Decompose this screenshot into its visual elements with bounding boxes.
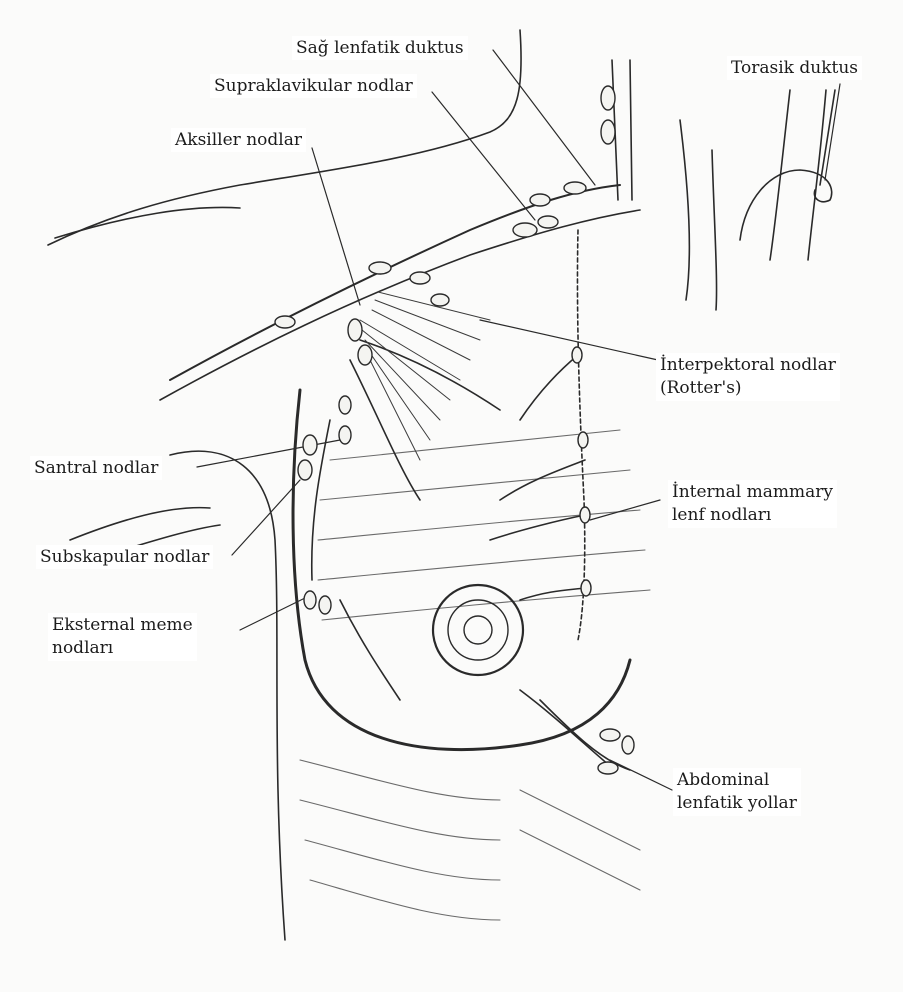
arm-contour <box>170 451 285 940</box>
label-internal-mammary-line2: lenf nodları <box>672 504 833 527</box>
label-eksternal-meme-line2: nodları <box>52 637 193 660</box>
label-santral-nodlar: Santral nodlar <box>30 456 162 480</box>
label-sag-lenfatik-duktus: Sağ lenfatik duktus <box>292 36 468 60</box>
label-eksternal-meme: Eksternal meme nodları <box>48 613 197 661</box>
label-abdominal-line2: lenfatik yollar <box>677 792 797 815</box>
label-torasik-duktus: Torasik duktus <box>727 56 862 80</box>
label-subskapular-nodlar: Subskapular nodlar <box>36 545 213 569</box>
clavicle <box>170 185 620 380</box>
label-interpektoral-nodlar: İnterpektoral nodlar (Rotter's) <box>656 353 840 401</box>
label-internal-mammary-line1: İnternal mammary <box>672 481 833 504</box>
thoracic-duct <box>740 170 832 240</box>
label-interpektoral-line1: İnterpektoral nodlar <box>660 354 836 377</box>
areola <box>433 585 523 675</box>
label-interpektoral-line2: (Rotter's) <box>660 377 836 400</box>
label-internal-mammary: İnternal mammary lenf nodları <box>668 480 837 528</box>
label-eksternal-meme-line1: Eksternal meme <box>52 614 193 637</box>
label-abdominal-line1: Abdominal <box>677 769 797 792</box>
label-supraklavikular-nodlar: Supraklavikular nodlar <box>210 74 417 98</box>
shoulder-contour <box>55 207 240 238</box>
label-aksiller-nodlar: Aksiller nodlar <box>171 128 306 152</box>
label-abdominal-lenfatik: Abdominal lenfatik yollar <box>673 768 801 816</box>
